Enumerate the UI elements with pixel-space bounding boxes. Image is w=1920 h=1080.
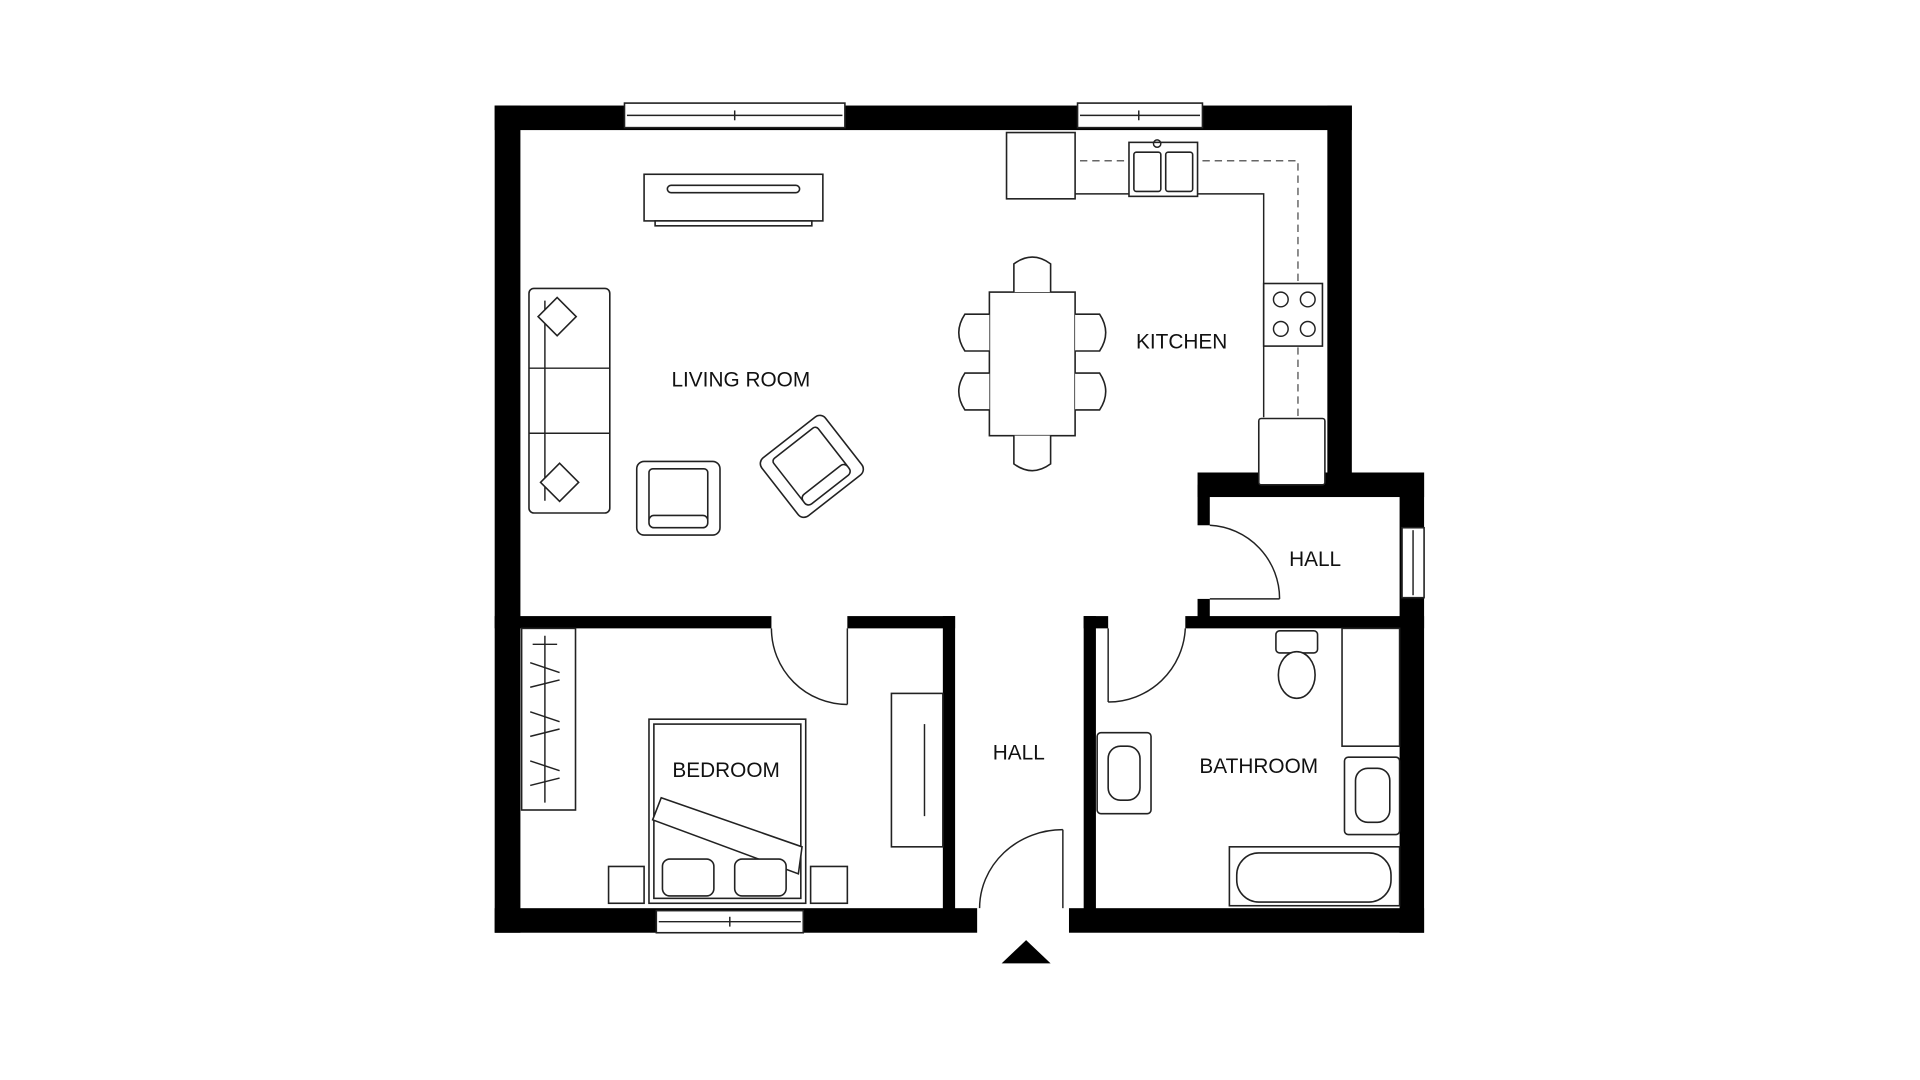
door-hall[interactable] <box>1209 524 1281 600</box>
shower <box>1341 627 1401 747</box>
bathroom-sink-left <box>1096 731 1152 815</box>
armchair-angled <box>759 414 865 519</box>
window-hall <box>1401 526 1425 599</box>
window-bedroom <box>655 909 805 934</box>
label-hall-lower: HALL <box>993 742 1045 765</box>
nightstand-right <box>809 865 849 905</box>
label-hall-upper: HALL <box>1289 548 1341 571</box>
bed <box>648 718 807 905</box>
stove <box>1262 282 1324 347</box>
label-bathroom: BATHROOM <box>1199 755 1318 778</box>
wardrobe <box>520 627 577 811</box>
label-bedroom: BEDROOM <box>672 759 780 782</box>
dresser <box>890 692 944 848</box>
label-living-room: LIVING ROOM <box>671 369 810 392</box>
door-bedroom[interactable] <box>770 628 849 706</box>
sofa <box>528 287 611 514</box>
interior-walls <box>494 484 1425 911</box>
door-entrance[interactable] <box>978 828 1064 909</box>
door-bathroom[interactable] <box>1107 628 1187 703</box>
armchair <box>635 460 721 536</box>
entrance-arrow-icon <box>1001 940 1051 964</box>
kitchen-sink <box>1128 139 1199 198</box>
bathtub <box>1228 846 1401 907</box>
tv-stand <box>643 173 824 227</box>
bathroom-sink-right <box>1343 756 1401 836</box>
window-living <box>623 102 846 129</box>
dining-set <box>957 256 1107 472</box>
refrigerator <box>1257 417 1326 486</box>
toilet <box>1275 630 1319 700</box>
label-kitchen: KITCHEN <box>1136 331 1227 354</box>
window-kitchen <box>1076 102 1204 129</box>
exterior-walls <box>494 105 1425 933</box>
nightstand-left <box>607 865 645 905</box>
